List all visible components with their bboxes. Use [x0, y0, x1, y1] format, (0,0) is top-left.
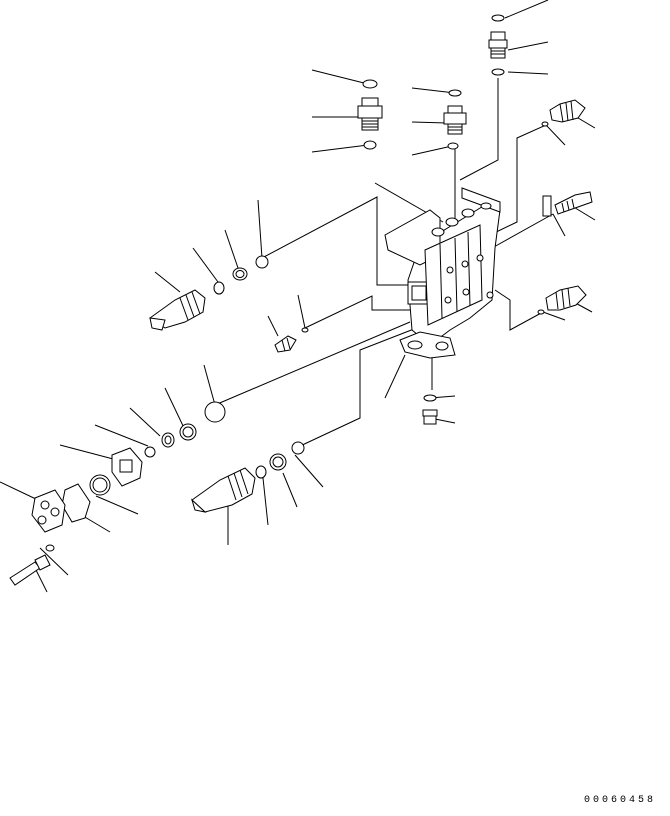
figure-code: 00060458: [583, 795, 656, 806]
bottom-plug: [422, 394, 438, 425]
callout-leader-lines: [0, 0, 596, 593]
solenoid-valve-upper: [149, 255, 269, 331]
pressure-sensor-middle: [537, 285, 587, 315]
solenoid-valve-lower: [190, 441, 305, 513]
top-plug-right-assembly: [488, 14, 508, 76]
top-plug-mid-assembly: [443, 89, 467, 150]
pressure-sensor-upper: [541, 99, 586, 127]
top-plug-left-assembly: [357, 79, 383, 150]
pressure-sensor-small: [274, 327, 309, 353]
connector-group: [9, 401, 226, 586]
bolt-right: [542, 191, 593, 217]
valve-body: [384, 187, 501, 359]
